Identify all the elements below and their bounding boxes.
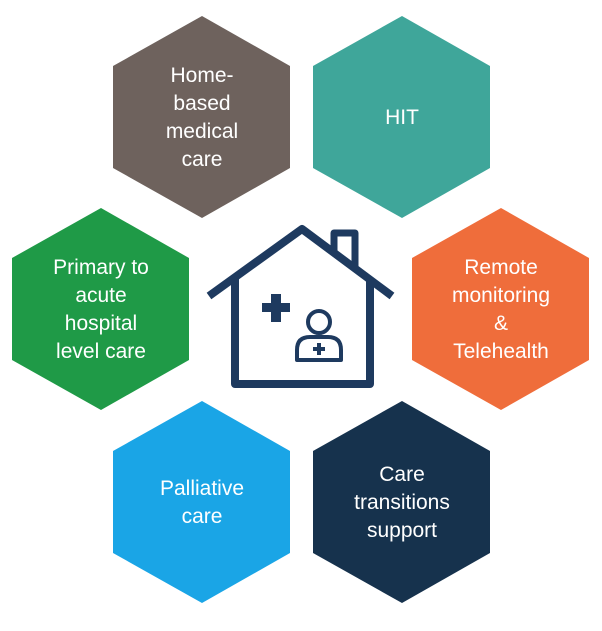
home-health-icon	[206, 225, 395, 388]
medical-cross-icon	[262, 294, 290, 322]
hex-primary-to-acute	[12, 208, 189, 410]
hex-home-based-medical-care	[113, 16, 290, 218]
doctor-icon	[295, 309, 343, 362]
hex-remote-monitoring	[412, 208, 589, 410]
house-walls-icon	[231, 278, 374, 388]
hex-hit	[313, 16, 490, 218]
hex-palliative-care	[113, 401, 290, 603]
hex-care-transitions	[313, 401, 490, 603]
house-roof-icon	[206, 225, 395, 300]
chimney-icon	[330, 229, 359, 266]
